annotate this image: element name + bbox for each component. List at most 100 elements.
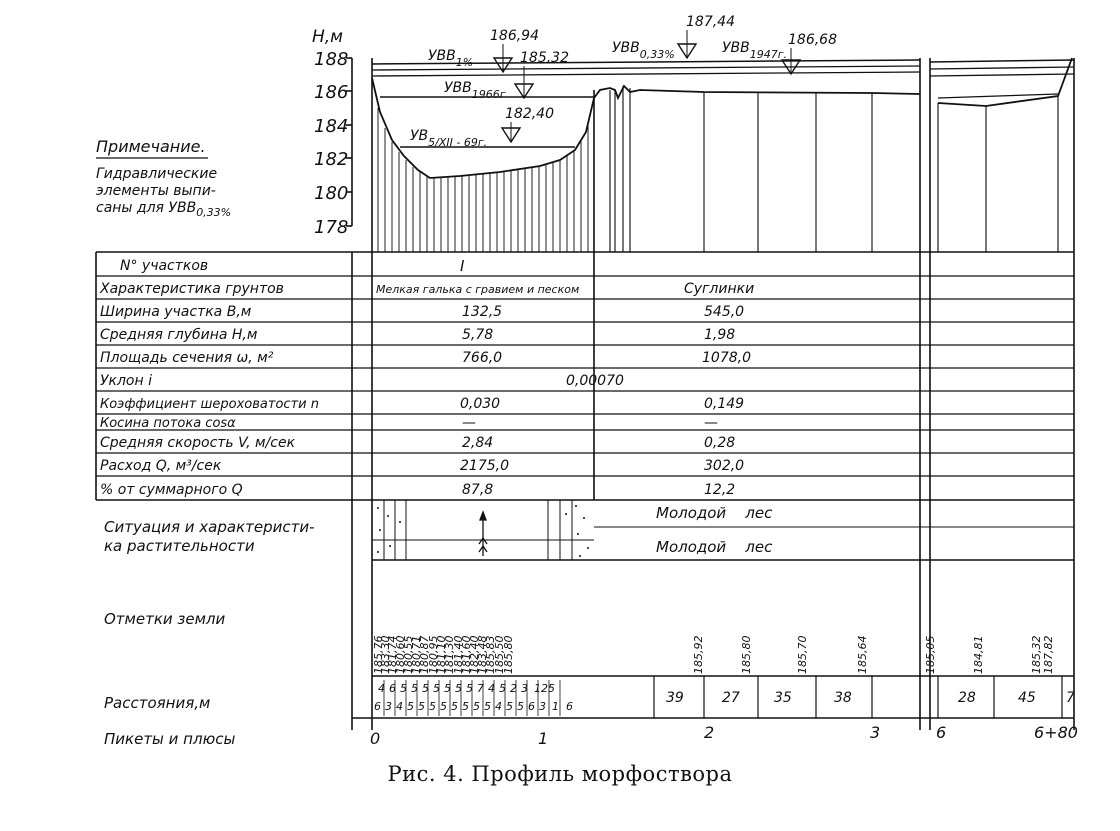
cell-value: —	[462, 415, 476, 431]
distance-label: 7	[477, 682, 484, 695]
picket-label: 3	[870, 723, 880, 742]
distance-label: 5	[517, 700, 524, 713]
distance-label: 3	[521, 682, 528, 695]
ground-line	[371, 77, 921, 179]
elevation-axis	[346, 57, 353, 227]
note-title: Примечание.	[96, 137, 206, 156]
elevation-label: 181,10	[435, 636, 448, 675]
elevation-label: 180,71	[410, 636, 423, 675]
figure-caption: Рис. 4. Профиль морфоствора	[387, 762, 733, 786]
distance-label: 5	[484, 700, 491, 713]
elevation-label: 183,48	[476, 636, 489, 675]
cell-value: Суглинки	[684, 281, 754, 297]
axis-tick-label: 184	[314, 116, 348, 137]
elevation-label: 185,80	[740, 636, 753, 675]
row-label: Характеристика грунтов	[99, 281, 284, 297]
cell-value: 12,2	[704, 482, 735, 498]
row-label: Ширина участка B,м	[100, 304, 252, 320]
distance-label: 1	[552, 700, 559, 713]
elevation-label: 180,55	[402, 636, 415, 675]
distance-label: 2	[510, 682, 517, 695]
forest-label: Молодой лес	[656, 538, 773, 556]
elevation-label: 180,95	[427, 636, 440, 675]
water-level-value: 186,94	[490, 28, 539, 44]
axis-tick-label: 180	[314, 183, 348, 204]
picket-label: 1	[538, 729, 548, 748]
water-surface-line	[371, 59, 921, 65]
row-label: Расход Q, м³/сек	[100, 458, 222, 474]
cell-value: 1,98	[704, 327, 735, 343]
cell-value: 0,00070	[566, 373, 624, 389]
elevation-label: 185,64	[856, 636, 869, 675]
distance-label: 6	[528, 700, 535, 713]
row-label: % от суммарного Q	[100, 482, 243, 498]
channel-hatching	[377, 96, 595, 252]
distance-label: 5	[433, 682, 440, 695]
picket-label: 2	[704, 723, 714, 742]
water-level-label: УВВ1%	[428, 48, 473, 69]
distance-label: 5	[440, 700, 447, 713]
distance-label: 6	[374, 700, 381, 713]
cell-value: 0,28	[704, 435, 735, 451]
elevation-label: 181,40	[452, 636, 465, 675]
cell-value: 2175,0	[460, 458, 509, 474]
water-level-value: 187,44	[686, 14, 735, 30]
distance-label: 7	[1066, 690, 1075, 706]
distance-label: 27	[722, 690, 740, 706]
row-label: Расстояния,м	[104, 694, 210, 712]
picket-label: 6+80	[1034, 723, 1078, 742]
axis-tick-label: 182	[314, 149, 348, 170]
row-label: Коэффициент шероховатости n	[100, 397, 319, 412]
distance-label: 6	[566, 700, 573, 713]
row-label: Косина потока cosα	[100, 416, 236, 431]
axis-unit: H,м	[312, 27, 343, 47]
flow-arrow-icon	[478, 510, 488, 556]
water-level-value: 185,32	[520, 50, 569, 66]
distance-label: 5	[548, 682, 555, 695]
water-level-label: УВВ1966г	[444, 80, 506, 101]
note-line: Гидравлические	[96, 166, 217, 182]
distance-label: 45	[1018, 690, 1036, 706]
row-label: Уклон i	[100, 373, 152, 389]
row-label: Средняя глубина H,м	[100, 327, 258, 343]
distance-label: 39	[666, 690, 684, 706]
row-label: Пикеты и плюсы	[104, 730, 235, 748]
water-level-value: 186,68	[788, 32, 837, 48]
distance-label: 5	[473, 700, 480, 713]
row-label: Площадь сечения ω, м²	[100, 350, 274, 366]
row-label: N° участков	[120, 258, 208, 274]
picket-label: 0	[370, 729, 380, 748]
distance-label: 4	[495, 700, 502, 713]
forest-label: Молодой лес	[656, 504, 773, 522]
distance-label: 5	[411, 682, 418, 695]
cell-value: 545,0	[704, 304, 744, 320]
distance-label: 38	[834, 690, 852, 706]
row-label: Средняя скорость V, м/сек	[100, 435, 296, 451]
elevation-label: 181,74	[386, 636, 399, 675]
cell-value: I	[460, 257, 465, 275]
cell-value: 0,149	[704, 396, 744, 412]
distance-label: 5	[407, 700, 414, 713]
elevation-label: 185,50	[493, 636, 506, 675]
picket-label: 6	[936, 723, 946, 742]
distance-label: 5	[400, 682, 407, 695]
elevation-label: 181,60	[460, 636, 473, 675]
row-label: ка растительности	[104, 537, 255, 555]
cell-value: Мелкая галька с гравием и песком	[376, 283, 579, 296]
water-level-markers: УВВ1% 186,94 УВВ1966г 185,32 УВ5/XII - 6…	[410, 14, 837, 149]
cell-value: 5,78	[462, 327, 493, 343]
distance-label: 4	[378, 682, 385, 695]
distance-label: 5	[462, 700, 469, 713]
elevation-label: 180,60	[394, 636, 407, 675]
cross-section	[371, 57, 1075, 730]
note-line: саны для УВВ0,33%	[96, 200, 231, 219]
water-level-label: УВВ1947г.	[722, 40, 787, 61]
table-cells: I Мелкая галька с гравием и песком Сугли…	[376, 257, 773, 556]
elevation-label: 185,32	[1030, 636, 1043, 675]
distance-label: 5	[451, 700, 458, 713]
cell-value: 2,84	[462, 435, 493, 451]
distance-label: 6	[389, 682, 396, 695]
distance-label: 4	[488, 682, 495, 695]
